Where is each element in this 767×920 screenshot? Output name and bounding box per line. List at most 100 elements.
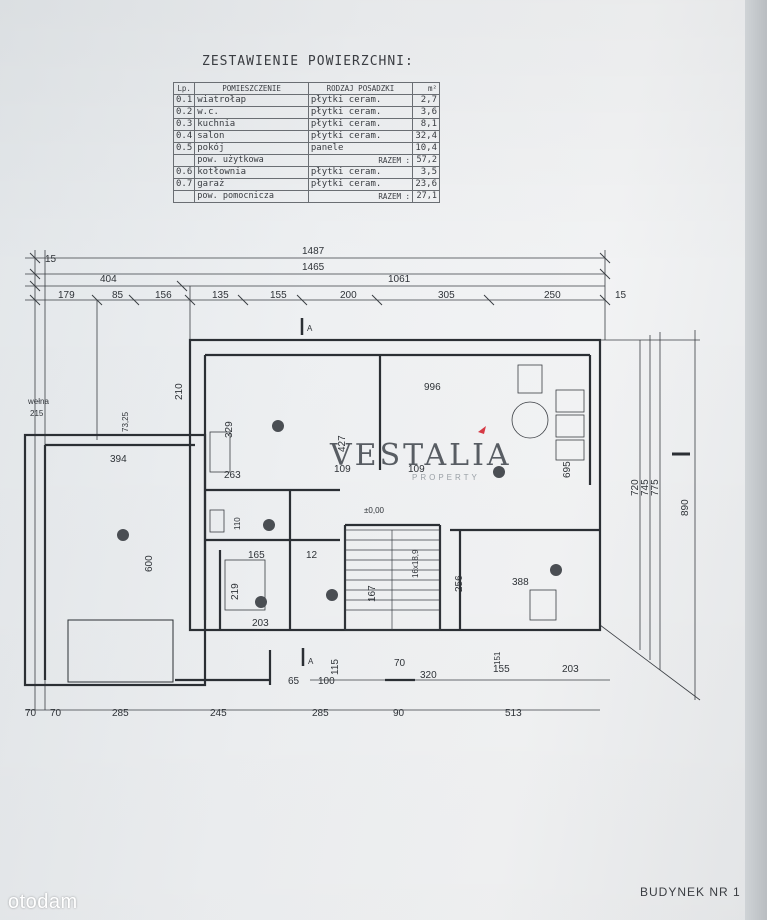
dim-73-25: 73,25 <box>121 411 130 432</box>
row-floor: płytki ceram. <box>307 94 414 107</box>
row-lp: 0.2 <box>172 106 196 119</box>
subtotal-area: 57,2 <box>412 154 440 167</box>
subtotal-room: pow. pomocnicza <box>194 190 309 203</box>
dim-bottom: 285 <box>312 708 329 719</box>
binder-edge <box>745 0 767 920</box>
watermark-accent-icon <box>478 426 486 434</box>
row-floor: płytki ceram. <box>307 178 414 191</box>
dim-115: 115 <box>330 659 341 675</box>
dim-seg: 200 <box>340 290 357 301</box>
dim-kitchen: 329 <box>224 421 235 438</box>
subtotal-area: 27,1 <box>412 190 440 203</box>
row-lp: 0.6 <box>172 166 196 179</box>
dim-seg: 305 <box>438 290 455 301</box>
room-tags <box>117 420 562 608</box>
dim-garage-width: 394 <box>110 454 127 465</box>
document-title: ZESTAWIENIE POWIERZCHNI: <box>202 54 414 69</box>
dim-bottom: 70 <box>25 708 37 719</box>
dim-wall: 210 <box>174 383 185 400</box>
dim-right: 745 <box>640 479 651 496</box>
dim-203: 203 <box>252 618 269 629</box>
room-tag-0.4 <box>493 466 505 478</box>
row-area: 23,6 <box>412 178 440 191</box>
dim-427: 427 <box>337 435 348 452</box>
dim-695: 695 <box>562 461 573 478</box>
row-room: kuchnia <box>194 118 309 131</box>
dimension-lines <box>25 250 701 711</box>
table-row: 0.6 kotłownia płytki ceram. 3,5 <box>172 166 440 179</box>
dim-bottom: 285 <box>112 708 129 719</box>
row-floor: płytki ceram. <box>307 106 414 119</box>
room-tag-0.1 <box>326 589 338 601</box>
dim-edge: 15 <box>45 254 57 265</box>
dim-155: 155 <box>493 664 510 675</box>
dim-welna: 215 <box>30 409 44 418</box>
header-room: POMIESZCZENIE <box>194 82 309 95</box>
dim-165: 165 <box>248 550 265 561</box>
dim-edge-right: 15 <box>615 290 627 301</box>
room-tag-0.3 <box>272 420 284 432</box>
row-room: kotłownia <box>194 166 309 179</box>
room-tag-0.7 <box>117 529 129 541</box>
row-area: 8,1 <box>412 118 440 131</box>
dim-seg: 135 <box>212 290 229 301</box>
row-floor: panele <box>307 142 414 155</box>
row-room: wiatrołap <box>194 94 309 107</box>
fixtures <box>209 364 585 621</box>
table-row: 0.5 pokój panele 10,4 <box>172 142 440 155</box>
dim-left-part: 404 <box>100 274 117 285</box>
table-row: 0.1 wiatrołap płytki ceram. 2,7 <box>172 94 440 107</box>
level-mark: ±0,00 <box>364 506 385 515</box>
dim-bottom: 70 <box>50 708 62 719</box>
row-room: salon <box>194 130 309 143</box>
row-area: 3,5 <box>412 166 440 179</box>
dim-kitchen-width: 263 <box>224 470 241 481</box>
watermark-text: VESTALIA <box>329 438 512 473</box>
subtotal-label: RAZEM : <box>307 190 414 203</box>
dim-bottom: 245 <box>210 708 227 719</box>
watermark-subtext: PROPERTY <box>412 473 480 482</box>
dim-320: 320 <box>420 670 437 681</box>
section-mark: A <box>307 324 313 333</box>
dim-bottom: 513 <box>505 708 522 719</box>
dim-seg: 85 <box>112 290 124 301</box>
dim-109: 109 <box>408 464 425 475</box>
garage-door <box>67 619 174 683</box>
building-label: BUDYNEK NR 1 <box>640 885 741 899</box>
row-room: w.c. <box>194 106 309 119</box>
dim-70: 70 <box>394 658 406 669</box>
subtotal-room: pow. użytkowa <box>194 154 309 167</box>
room-tag-0.5 <box>550 564 562 576</box>
row-area: 2,7 <box>412 94 440 107</box>
table-row: 0.7 garaż płytki ceram. 23,6 <box>172 178 440 191</box>
dim-256: 256 <box>454 575 465 592</box>
header-lp: Lp. <box>172 82 196 95</box>
row-floor: płytki ceram. <box>307 118 414 131</box>
table-row: 0.4 salon płytki ceram. 32,4 <box>172 130 440 143</box>
dim-167: 167 <box>367 585 378 602</box>
dim-65: 65 <box>288 676 300 687</box>
table-header-row: Lp. POMIESZCZENIE RODZAJ POSADZKI m² <box>172 82 440 95</box>
header-floor: RODZAJ POSADZKI <box>307 82 414 95</box>
dim-219: 219 <box>230 583 241 600</box>
dim-388: 388 <box>512 577 529 588</box>
row-lp: 0.5 <box>172 142 196 155</box>
row-area: 32,4 <box>412 130 440 143</box>
dim-110: 110 <box>233 517 242 530</box>
dim-inner: 1465 <box>302 262 325 273</box>
dim-bottom: 90 <box>393 708 405 719</box>
row-floor: płytki ceram. <box>307 166 414 179</box>
row-area: 3,6 <box>412 106 440 119</box>
dim-seg: 156 <box>155 290 172 301</box>
dim-right: 720 <box>630 479 641 496</box>
otodam-logo: otodam <box>8 891 78 913</box>
row-floor: płytki ceram. <box>307 130 414 143</box>
dim-100: 100 <box>318 676 335 687</box>
stair-note: 16x18,9 <box>411 549 420 578</box>
dim-12: 12 <box>306 550 318 561</box>
vestalia-watermark: VESTALIA PROPERTY <box>329 426 512 482</box>
dim-right: 890 <box>680 499 691 516</box>
area-summary-table: Lp. POMIESZCZENIE RODZAJ POSADZKI m² 0.1… <box>172 82 440 203</box>
table-row: 0.3 kuchnia płytki ceram. 8,1 <box>172 118 440 131</box>
row-room: pokój <box>194 142 309 155</box>
